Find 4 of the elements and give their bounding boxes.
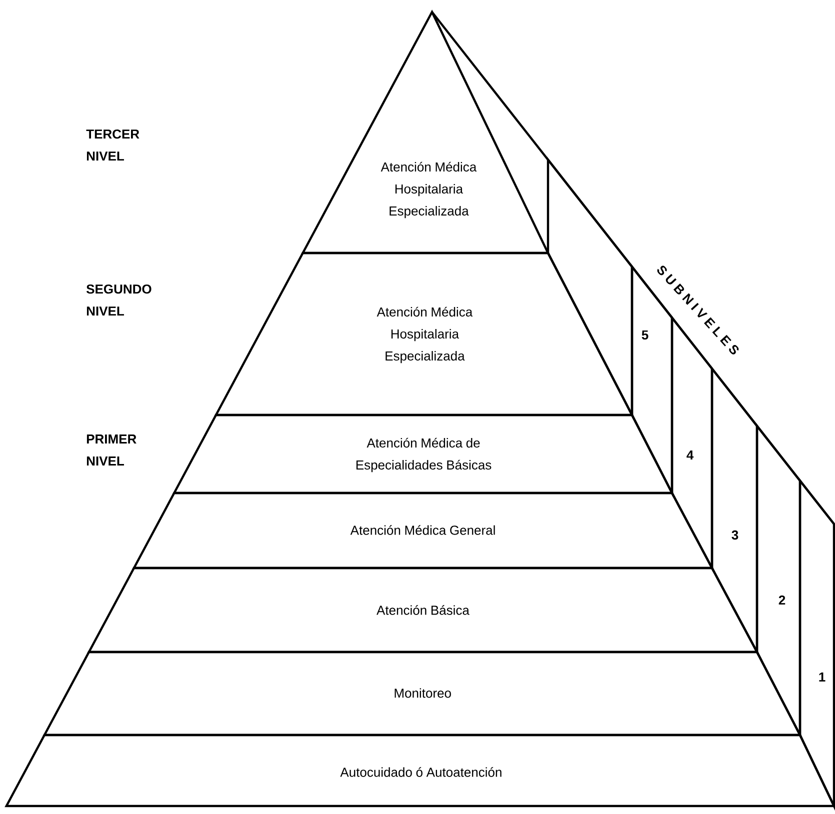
side-label: S U B N I V E L E S (657, 266, 739, 354)
level-label: PRIMER NIVEL (86, 434, 136, 466)
level-label: SEGUNDO NIVEL (86, 284, 152, 316)
level-label: TERCER NIVEL (86, 129, 140, 161)
